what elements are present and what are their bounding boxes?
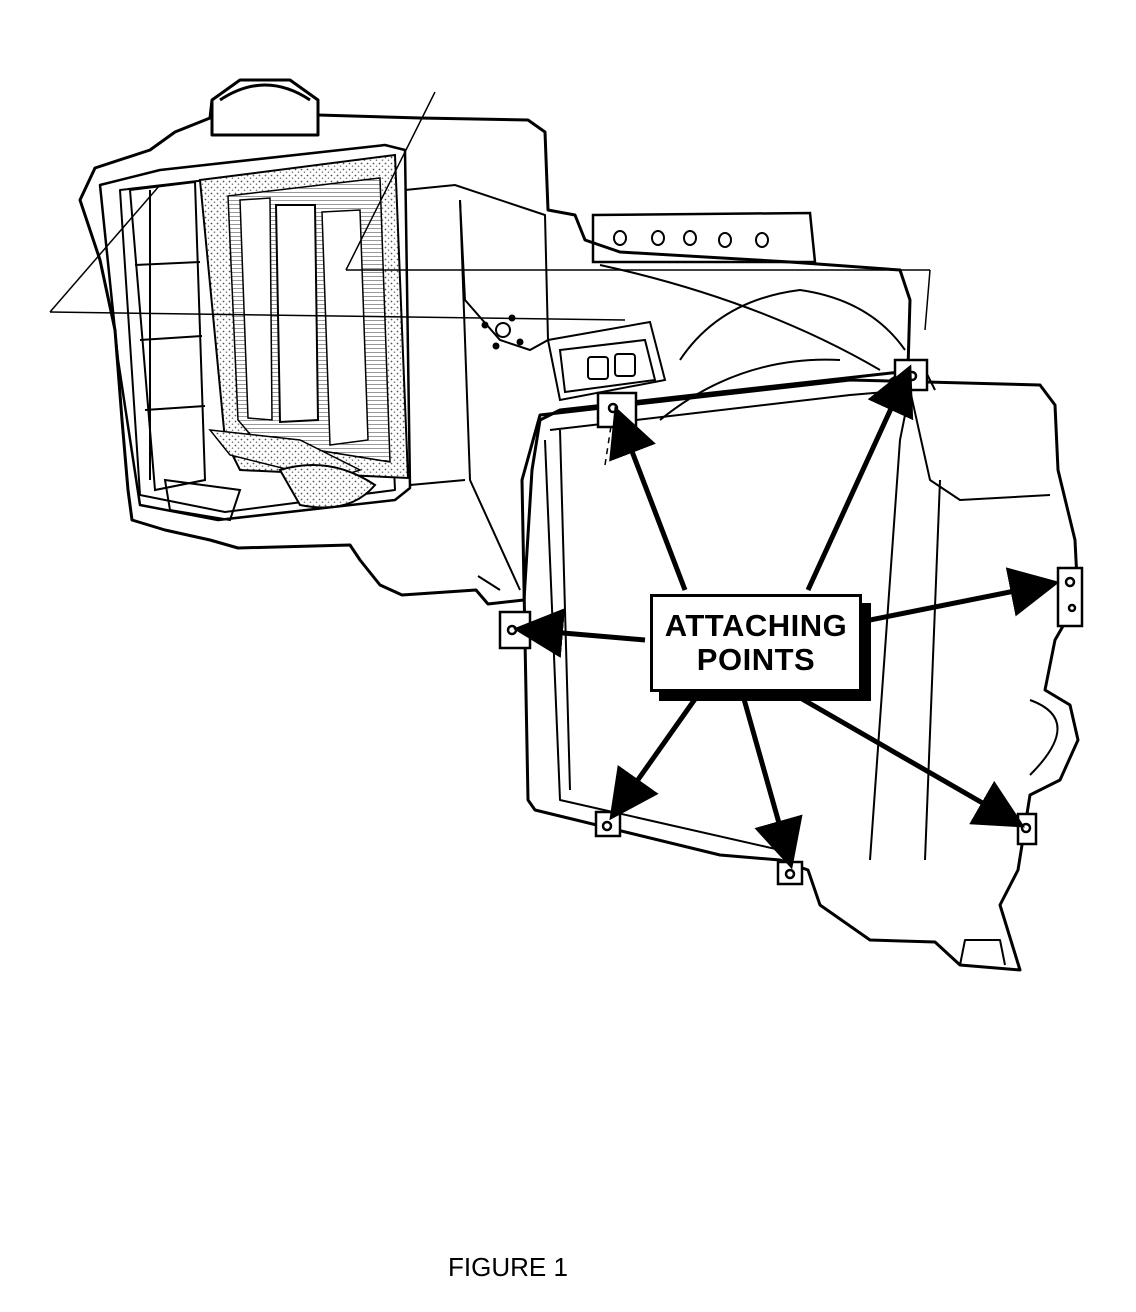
tab-bottom-middle [776,860,804,886]
tab-right-lower [1016,812,1038,846]
upper-housing [78,78,912,606]
arrow-to-bottom-left [609,690,703,821]
arrow-to-bottom-middle [739,691,803,870]
arrow-to-right-upper [859,567,1060,625]
tab-right-upper [1056,566,1084,628]
guide-lines [49,91,931,466]
callout-line-1: ATTACHING [664,608,848,643]
arrow-to-top-middle [609,405,688,591]
arrow-to-right-lower [788,689,1025,828]
callout-arrows [513,364,1060,870]
figure-caption: FIGURE 1 [448,1252,568,1282]
blower-scroll [546,211,906,421]
evaporator-core [198,153,410,481]
tab-left [498,610,532,650]
tab-top-middle [596,391,638,429]
arrow-to-left [513,608,646,658]
attaching-points-callout: ATTACHING POINTS [650,594,862,692]
vent-louvers [128,180,377,522]
arrow-to-top-right [805,364,914,592]
tab-bottom-left [594,810,622,838]
plenum-body [404,183,550,591]
callout-line-2: POINTS [696,642,816,677]
